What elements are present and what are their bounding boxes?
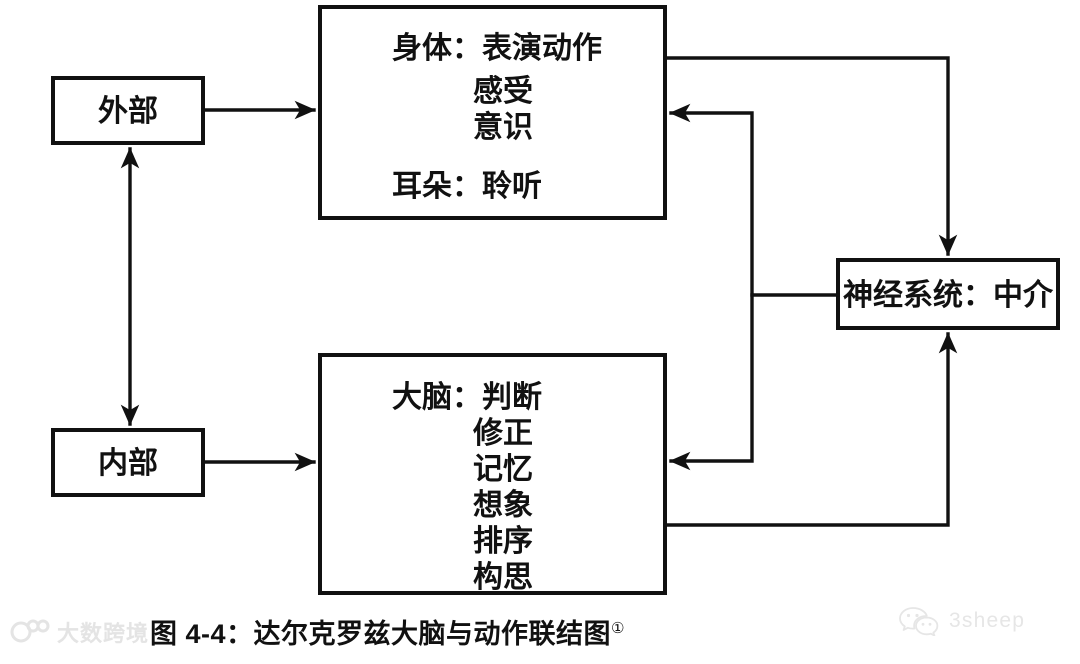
watermark-right-text: 3sheep	[949, 609, 1026, 632]
node-internal[interactable]: 内部	[51, 428, 205, 497]
node-body-line-1: 感受	[473, 75, 533, 108]
edge-nervous-system-to-body	[669, 103, 840, 297]
node-body-heading: 身体：表演动作	[392, 32, 602, 65]
wechat-icon	[898, 606, 942, 636]
figure-caption: 图 4-4：达尔克罗兹大脑与动作联结图①	[150, 612, 625, 651]
node-brain-line-2: 记忆	[473, 453, 533, 486]
node-brain-heading: 大脑：判断	[392, 381, 542, 414]
node-external[interactable]: 外部	[51, 76, 205, 145]
node-brain-line-3: 想象	[473, 489, 533, 522]
dashu-logo-icon	[8, 619, 50, 645]
node-body-secondary: 耳朵：聆听	[392, 170, 542, 203]
node-brain[interactable]: 大脑：判断 修正 记忆 想象 排序 构思	[318, 353, 667, 595]
edge-body-to-nervous-system	[663, 56, 958, 256]
node-body-line-2: 意识	[473, 110, 533, 144]
node-nervous-system[interactable]: 神经系统：中介	[836, 258, 1060, 330]
node-internal-label: 内部	[98, 446, 158, 480]
watermark-right: 3sheep	[898, 606, 1025, 636]
node-brain-line-1: 修正	[472, 417, 533, 450]
edge-brain-to-nervous-system	[663, 332, 958, 527]
watermark-left: 大数跨境	[8, 616, 149, 648]
figure-caption-footnote-marker: ①	[611, 620, 625, 637]
node-nervous-system-label: 神经系统：中介	[843, 278, 1054, 312]
node-body[interactable]: 身体：表演动作 感受 意识 耳朵：聆听	[318, 5, 667, 220]
figure-caption-text: 图 4-4：达尔克罗兹大脑与动作联结图	[150, 619, 612, 649]
edge-nervous-system-to-brain	[669, 293, 754, 471]
node-brain-line-5: 构思	[473, 561, 533, 594]
watermark-left-text: 大数跨境	[57, 621, 150, 646]
node-brain-line-4: 排序	[473, 524, 533, 558]
node-external-label: 外部	[98, 94, 158, 128]
